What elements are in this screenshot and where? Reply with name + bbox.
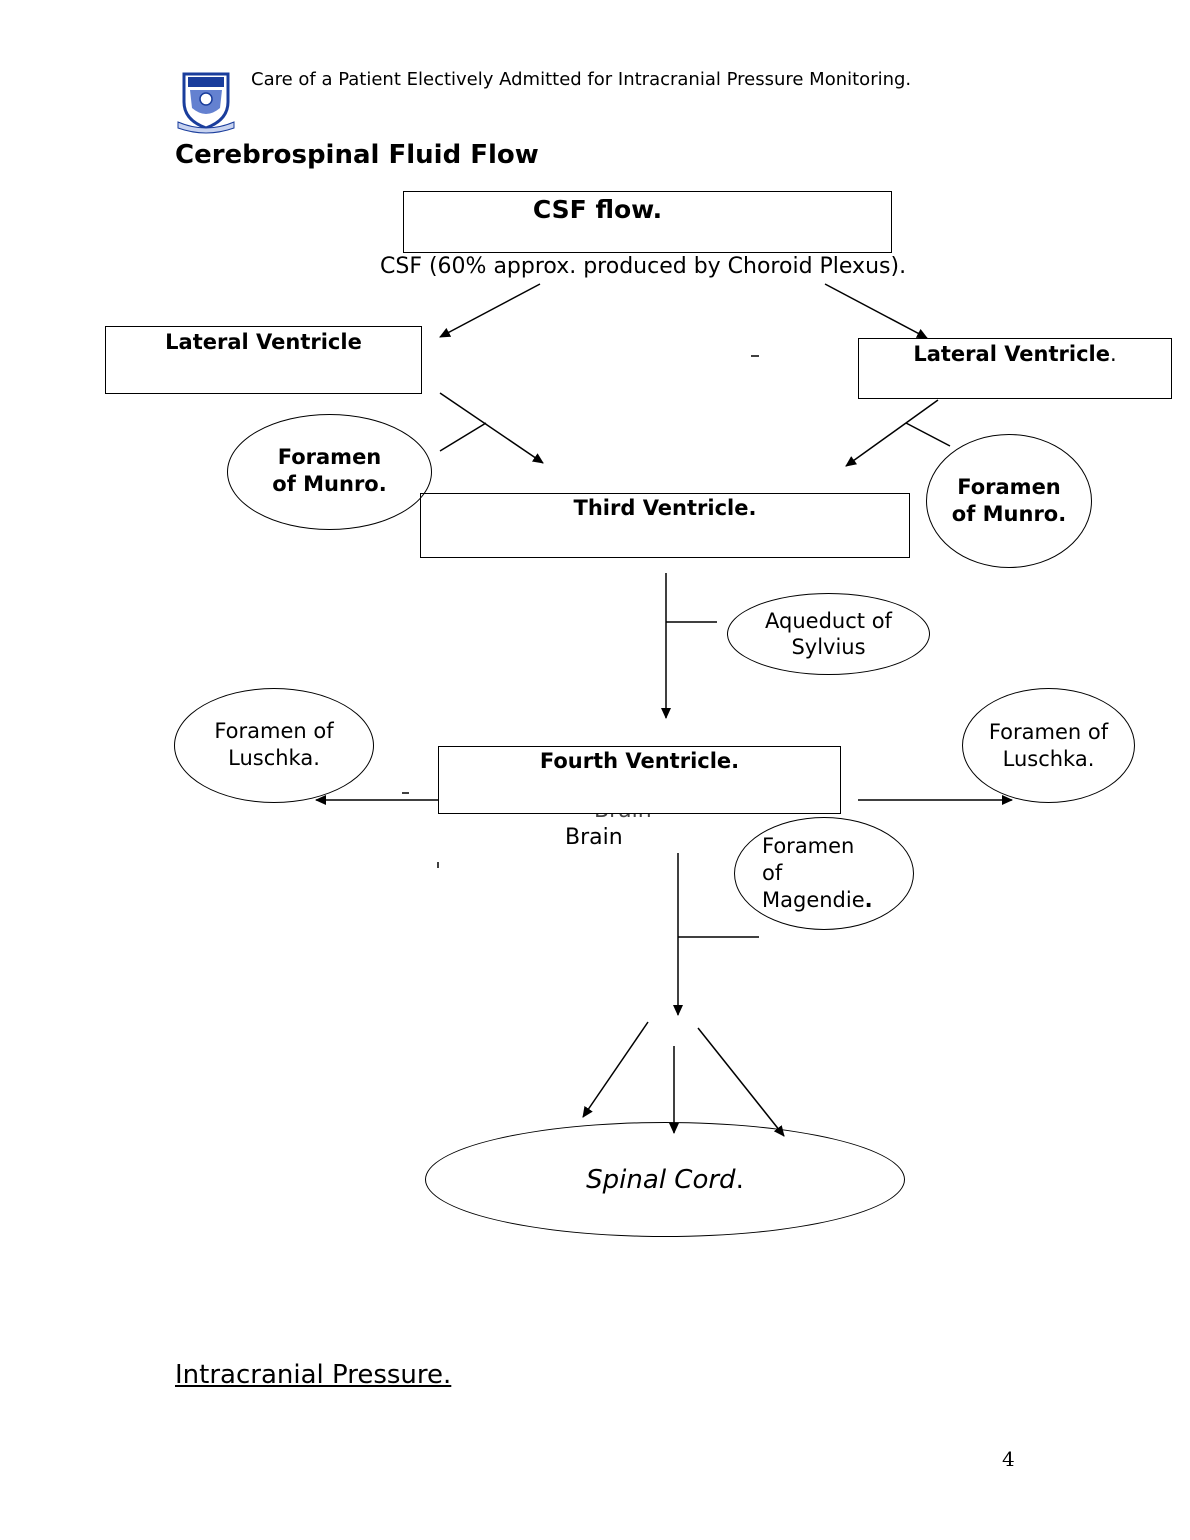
foramen-luschka-left-oval: Foramen of Luschka. <box>174 688 374 803</box>
munro-right-callout <box>905 422 951 447</box>
csf-flow-title: CSF flow. <box>532 195 663 224</box>
foramen-munro-right-label: Foramen of Munro. <box>951 475 1067 526</box>
lateral-ventricle-right-label: Lateral Ventricle <box>913 342 1110 366</box>
csf-flow-title-box: CSF flow. <box>403 191 892 253</box>
spinal-cord-label: Spinal Cord <box>586 1164 736 1195</box>
foramen-munro-left-oval: Foramen of Munro. <box>227 414 432 530</box>
foramen-magendie-period: . <box>864 888 873 912</box>
page-number: 4 <box>1002 1447 1015 1471</box>
crest-logo-icon <box>176 68 236 134</box>
arrow-to-right-lateral <box>824 283 928 339</box>
foramen-luschka-left-label: Foramen of Luschka. <box>214 718 334 770</box>
arrow-to-left-lateral <box>439 283 541 338</box>
munro-left-callout <box>439 422 487 452</box>
lateral-ventricle-left-box: Lateral Ventricle <box>105 326 422 394</box>
fourth-ventricle-box: Fourth Ventricle. <box>438 746 841 814</box>
foramen-munro-left-label: Foramen of Munro. <box>272 445 387 496</box>
spinal-cord-oval: Spinal Cord. <box>425 1122 905 1237</box>
lateral-ventricle-right-period: . <box>1109 342 1117 366</box>
arrow-to-spinal-right <box>697 1027 785 1137</box>
brain-label: Brain <box>565 825 623 850</box>
third-ventricle-label: Third Ventricle. <box>573 496 757 520</box>
arrow-left-lateral-to-third <box>439 392 544 464</box>
foramen-magendie-label: Foramen of Magendie <box>762 834 865 912</box>
intracranial-pressure-heading: Intracranial Pressure. <box>175 1360 452 1390</box>
arrow-to-spinal-left <box>582 1021 649 1118</box>
third-ventricle-box: Third Ventricle. <box>420 493 910 558</box>
lateral-ventricle-right-box: Lateral Ventricle. <box>858 338 1172 399</box>
spinal-cord-period: . <box>735 1164 744 1195</box>
aqueduct-of-sylvius-oval: Aqueduct of Sylvius <box>727 593 930 675</box>
arrow-right-lateral-to-third <box>845 399 939 467</box>
fourth-ventricle-label: Fourth Ventricle. <box>539 749 740 773</box>
lateral-ventricle-left-label: Lateral Ventricle <box>165 330 362 354</box>
foramen-luschka-right-label: Foramen of Luschka. <box>988 719 1109 771</box>
document-header-title: Care of a Patient Electively Admitted fo… <box>251 69 912 90</box>
aqueduct-of-sylvius-label: Aqueduct of Sylvius <box>765 609 892 659</box>
csf-source-label: CSF (60% approx. produced by Choroid Ple… <box>380 254 907 279</box>
foramen-magendie-oval: Foramen of Magendie. <box>734 817 914 930</box>
foramen-munro-right-oval: Foramen of Munro. <box>926 434 1092 568</box>
foramen-luschka-right-oval: Foramen of Luschka. <box>962 688 1135 803</box>
section-title: Cerebrospinal Fluid Flow <box>175 140 539 170</box>
